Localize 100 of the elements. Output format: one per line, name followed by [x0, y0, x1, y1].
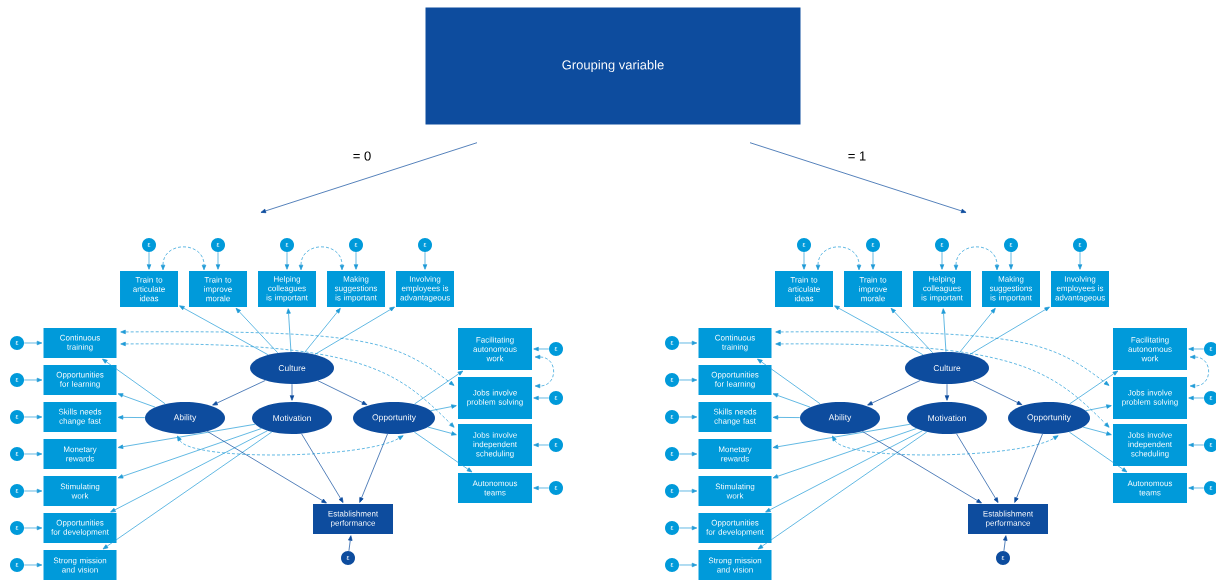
arrow — [23, 562, 43, 568]
arrow — [533, 485, 550, 491]
arrow — [772, 423, 911, 449]
arrow — [772, 428, 917, 479]
arrow — [757, 431, 928, 550]
indicator-box: Involving employees is advantageous — [1051, 271, 1109, 307]
arrow — [23, 340, 43, 346]
indicator-box: Train to improve morale — [189, 271, 247, 307]
arrow — [678, 562, 698, 568]
arrow — [1069, 431, 1128, 473]
arrow — [834, 305, 924, 356]
arrow — [1077, 251, 1083, 270]
arrow — [678, 488, 698, 494]
arrow — [678, 377, 698, 383]
arrow — [286, 308, 292, 353]
indicator-box: Monetary rewards — [698, 439, 772, 469]
arrow — [23, 414, 43, 420]
indicator-box: Train to articulate ideas — [120, 271, 178, 307]
arrow — [1188, 346, 1205, 352]
arrow — [301, 433, 344, 503]
indicator-box: Strong mission and vision — [698, 550, 772, 580]
indicator-box: Strong mission and vision — [43, 550, 117, 580]
covariance-arrow — [775, 329, 1110, 386]
arrow — [678, 414, 698, 420]
arrow — [533, 395, 550, 401]
arrow — [260, 142, 478, 214]
arrow — [359, 433, 388, 503]
arrow — [23, 488, 43, 494]
covariance-arrow — [832, 435, 1059, 456]
indicator-box: Continuous training — [698, 328, 772, 358]
arrow — [23, 525, 43, 531]
arrow — [284, 251, 290, 270]
indicator-box: Autonomous teams — [1113, 473, 1187, 503]
arrow — [317, 380, 368, 406]
arrow — [314, 306, 395, 355]
arrow — [179, 305, 269, 356]
covariance-arrow — [534, 354, 554, 389]
indicator-box: Train to improve morale — [844, 271, 902, 307]
arrow — [533, 442, 550, 448]
arrow — [427, 426, 457, 436]
arrow — [941, 308, 947, 353]
indicator-box: Skills needs change fast — [698, 402, 772, 432]
arrow — [765, 430, 923, 513]
indicator-box: Jobs involve problem solving — [1113, 377, 1187, 419]
covariance-arrow — [775, 341, 1110, 428]
indicator-box: Jobs involve independent scheduling — [458, 424, 532, 466]
arrow — [959, 308, 996, 353]
arrow — [117, 428, 262, 479]
indicator-box: Facilitating autonomous work — [458, 328, 532, 370]
arrow — [1069, 370, 1119, 405]
arrow — [944, 383, 950, 401]
arrow — [772, 393, 811, 408]
indicator-box: Opportunities for learning — [43, 365, 117, 395]
arrow — [956, 433, 999, 503]
arrow — [1188, 485, 1205, 491]
arrow — [102, 431, 273, 550]
indicator-box: Autonomous teams — [458, 473, 532, 503]
arrow — [422, 251, 428, 270]
arrow — [1003, 535, 1008, 552]
arrow — [969, 306, 1050, 355]
arrow — [1082, 426, 1112, 436]
indicator-box: Opportunities for development — [698, 513, 772, 543]
covariance-arrow — [953, 246, 1000, 271]
arrow — [862, 431, 982, 504]
indicator-box: Jobs involve problem solving — [458, 377, 532, 419]
edge-label: = 0 — [351, 150, 373, 162]
covariance-arrow — [177, 435, 404, 456]
arrow — [117, 415, 146, 420]
arrow — [801, 251, 807, 270]
indicator-box: Stimulating work — [43, 476, 117, 506]
arrow — [304, 308, 341, 353]
arrow — [533, 346, 550, 352]
arrow — [117, 393, 156, 408]
covariance-arrow — [120, 341, 455, 428]
outcome-box: Establishment performance — [968, 504, 1048, 534]
arrow — [1188, 442, 1205, 448]
arrow — [1188, 395, 1205, 401]
indicator-box: Monetary rewards — [43, 439, 117, 469]
indicator-box: Helping colleagues is important — [258, 271, 316, 307]
indicator-box: Train to articulate ideas — [775, 271, 833, 307]
indicator-box: Stimulating work — [698, 476, 772, 506]
outcome-box: Establishment performance — [313, 504, 393, 534]
arrow — [23, 451, 43, 457]
indicator-box: Skills needs change fast — [43, 402, 117, 432]
covariance-arrow — [298, 246, 345, 271]
indicator-box: Opportunities for learning — [698, 365, 772, 395]
covariance-arrow — [120, 329, 455, 386]
arrow — [215, 251, 221, 270]
arrow — [972, 380, 1023, 406]
arrow — [867, 380, 921, 406]
arrow — [678, 451, 698, 457]
arrow — [207, 431, 327, 504]
arrow — [870, 251, 876, 270]
indicator-box: Making suggestions is important — [327, 271, 385, 307]
arrow — [1014, 433, 1043, 503]
arrow — [102, 358, 166, 405]
arrow — [212, 380, 266, 406]
arrow — [1085, 404, 1112, 412]
indicator-box: Continuous training — [43, 328, 117, 358]
indicator-box: Making suggestions is important — [982, 271, 1040, 307]
